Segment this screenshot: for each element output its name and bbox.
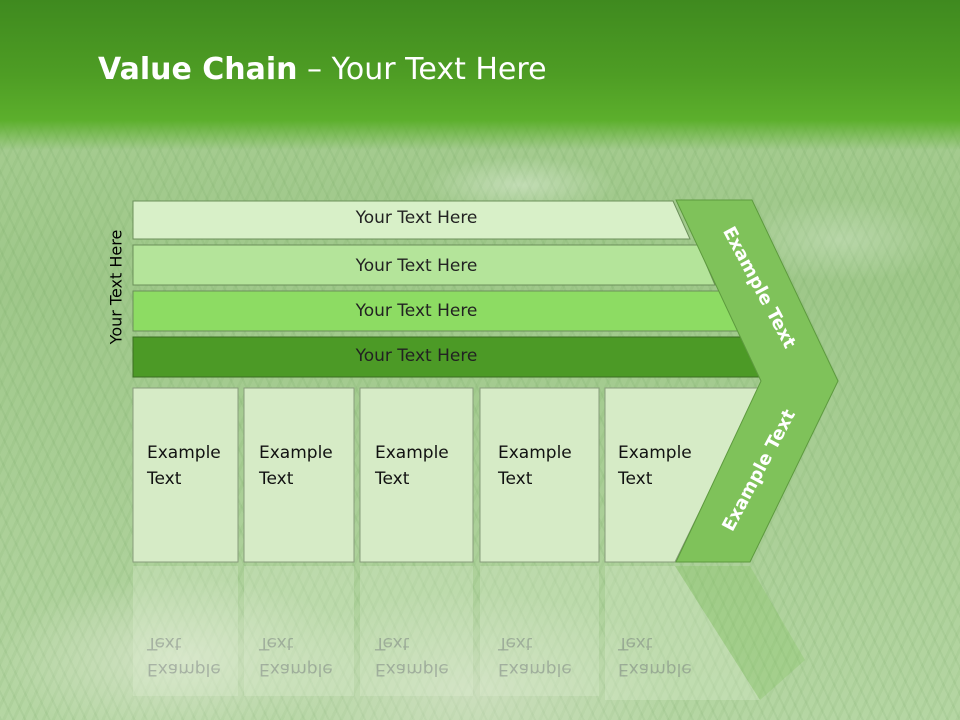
chevron-arrow <box>675 199 839 563</box>
reflection-group <box>133 566 805 700</box>
bar-2 <box>132 244 716 286</box>
box-5 <box>604 387 761 563</box>
bar-1-label: Your Text Here <box>355 208 478 228</box>
box-3 <box>359 387 474 563</box>
header-band <box>0 0 960 150</box>
box-2 <box>243 387 355 563</box>
side-label: Your Text Here <box>106 229 126 345</box>
box-1 <box>132 387 239 563</box>
bar-2-label: Your Text Here <box>355 256 478 276</box>
title-rest: – Your Text Here <box>297 52 547 87</box>
title-bold: Value Chain <box>98 52 298 87</box>
page-title: Value Chain – Your Text Here <box>98 52 547 87</box>
bar-1 <box>132 200 691 240</box>
box-4 <box>479 387 600 563</box>
bar-4-label: Your Text Here <box>355 346 478 366</box>
bar-3-label: Your Text Here <box>355 301 478 321</box>
